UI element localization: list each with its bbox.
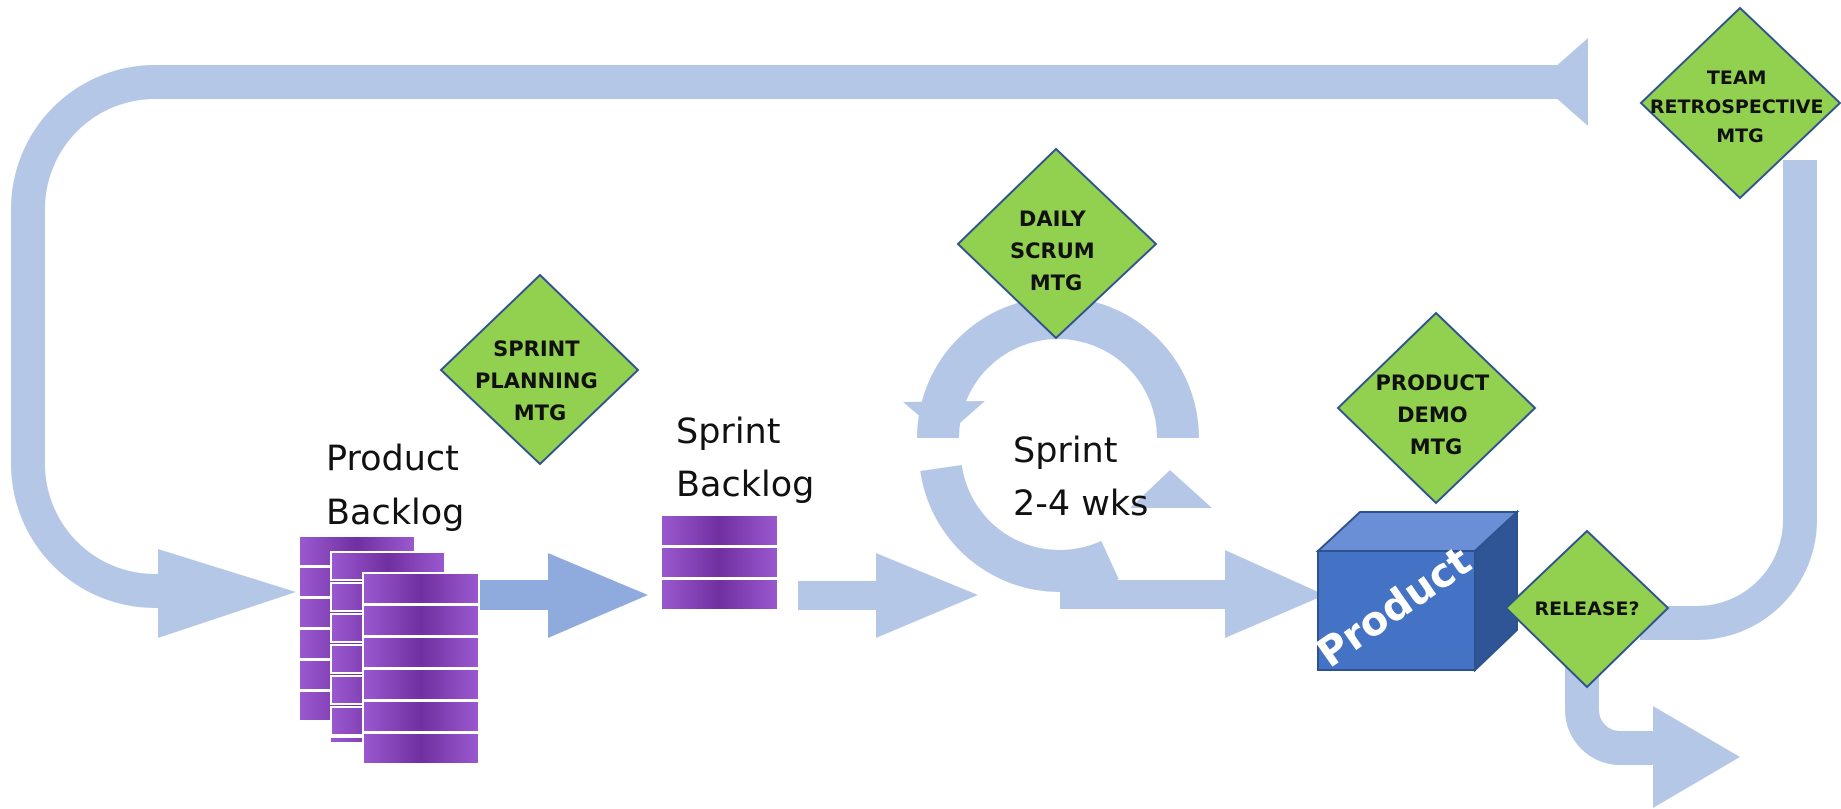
retro-return-arrowhead bbox=[1538, 38, 1588, 126]
sprint-backlog-stack bbox=[660, 514, 779, 611]
backlog-layer-front bbox=[362, 572, 480, 765]
retrospective-label: TEAM RETROSPECTIVE MTG bbox=[1650, 67, 1830, 147]
feedback-arrowhead bbox=[158, 549, 296, 638]
product-backlog-label: Product Backlog bbox=[326, 439, 470, 533]
product-demo-label: PRODUCT DEMO MTG bbox=[1376, 371, 1497, 459]
sprint-cycle-arrowhead-right bbox=[1130, 470, 1212, 508]
feedback-loop-arrow bbox=[11, 38, 1817, 640]
daily-scrum-diamond: DAILY SCRUM MTG bbox=[956, 147, 1158, 340]
product-demo-diamond: PRODUCT DEMO MTG bbox=[1336, 311, 1537, 505]
retrospective-diamond: TEAM RETROSPECTIVE MTG bbox=[1639, 6, 1841, 200]
sprint-to-product-arrow bbox=[1060, 550, 1325, 638]
sprint-cycle-arrowhead-left bbox=[903, 401, 985, 437]
release-exit-arrow bbox=[1565, 665, 1740, 808]
backlog-to-sprint-arrow bbox=[480, 553, 648, 638]
release-label: RELEASE? bbox=[1534, 598, 1639, 620]
product-backlog-stack bbox=[300, 537, 480, 765]
daily-scrum-label: DAILY SCRUM MTG bbox=[1010, 207, 1102, 295]
sprint-backlog-to-sprint-arrow bbox=[798, 553, 978, 638]
sprint-planning-diamond: SPRINT PLANNING MTG bbox=[439, 273, 640, 466]
sprint-duration-label: Sprint 2-4 wks bbox=[1013, 431, 1148, 524]
sprint-planning-label: SPRINT PLANNING MTG bbox=[475, 337, 605, 425]
product-cube: Product bbox=[1309, 509, 1520, 677]
sprint-backlog-label: Sprint Backlog bbox=[676, 412, 814, 505]
release-diamond: RELEASE? bbox=[1504, 529, 1670, 689]
